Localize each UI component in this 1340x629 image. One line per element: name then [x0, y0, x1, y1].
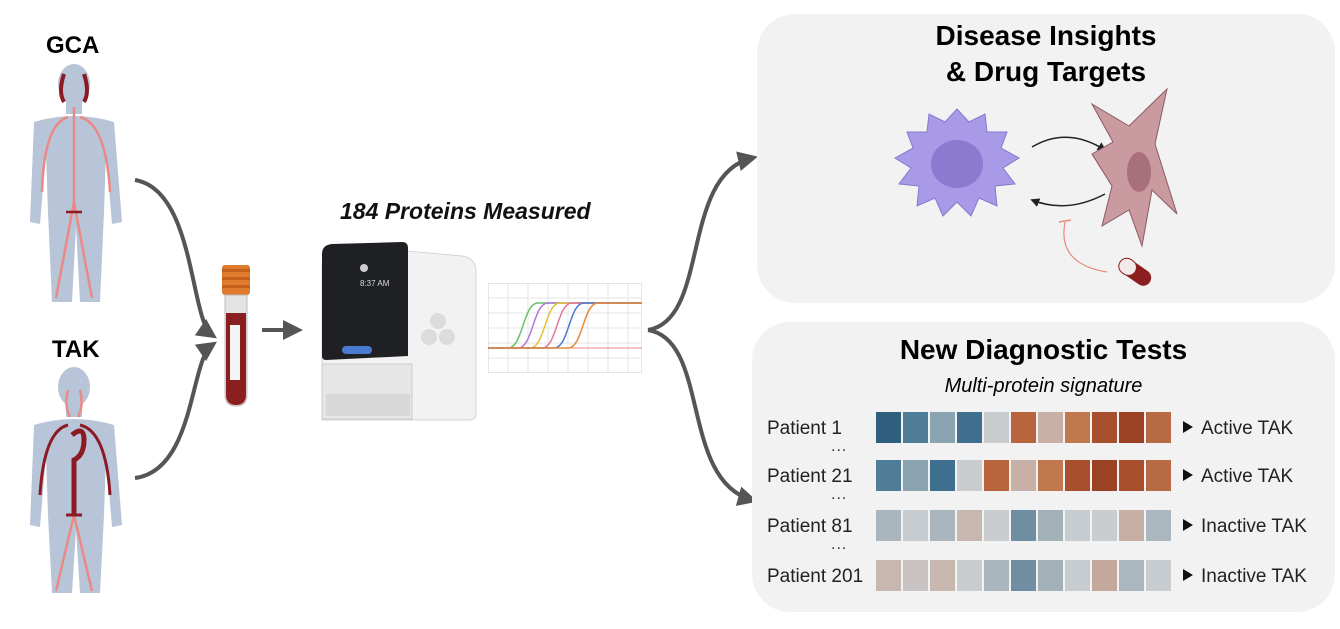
- heatmap-cell: [957, 460, 982, 491]
- heatmap-cell: [903, 510, 928, 541]
- to-insights-arrow: [647, 151, 758, 332]
- insights-illustration: [894, 87, 1178, 286]
- heatmap-cell: [1065, 460, 1090, 491]
- patient-label: Patient 21: [767, 466, 853, 487]
- heatmap-cell: [1065, 412, 1090, 443]
- heatmap-cell: [1092, 412, 1117, 443]
- tak-to-tube-arrow: [134, 341, 217, 480]
- to-diagnostics-arrow: [647, 328, 758, 506]
- heatmap-cell: [1011, 560, 1036, 591]
- heatmap-cell: [930, 510, 955, 541]
- heatmap-cell: [903, 560, 928, 591]
- heatmap-cell: [1146, 510, 1171, 541]
- patient-label: Patient 81: [767, 516, 853, 537]
- heatmap-cell: [957, 510, 982, 541]
- result-label: Active TAK: [1183, 466, 1293, 488]
- heatmap-cell: [903, 460, 928, 491]
- row-ellipsis: ...: [831, 486, 848, 503]
- heatmap-cell: [984, 510, 1009, 541]
- result-text: Inactive TAK: [1201, 516, 1307, 537]
- heatmap-cell: [984, 560, 1009, 591]
- heatmap-cell: [984, 412, 1009, 443]
- heatmap-cell: [1092, 510, 1117, 541]
- patient-label: Patient 1: [767, 418, 842, 439]
- heatmap-cell: [1011, 460, 1036, 491]
- gca-to-tube-arrow: [134, 178, 217, 339]
- heatmap-cell: [930, 412, 955, 443]
- heatmap-cell: [1038, 510, 1063, 541]
- diagnostics-title: New Diagnostic Tests: [899, 334, 1188, 365]
- result-text: Active TAK: [1201, 466, 1294, 487]
- result-label: Inactive TAK: [1183, 516, 1307, 538]
- heatmap-cell: [930, 560, 955, 591]
- heatmap-cell: [876, 460, 901, 491]
- blood-tube-icon: [222, 265, 250, 407]
- heatmap-cell: [1011, 510, 1036, 541]
- signature-heatmap-row: [876, 412, 1171, 443]
- signature-heatmap-row: [876, 560, 1171, 591]
- heatmap-cell: [957, 560, 982, 591]
- heatmap-cell: [1119, 510, 1144, 541]
- heatmap-cell: [930, 460, 955, 491]
- heatmap-cell: [1146, 412, 1171, 443]
- amplification-curve-icon: [488, 283, 642, 373]
- result-arrow-icon: [1183, 421, 1193, 433]
- diagnostics-subtitle: Multi-protein signature: [944, 375, 1143, 397]
- insights-title-line2: & Drug Targets: [945, 56, 1147, 87]
- result-arrow-icon: [1183, 569, 1193, 581]
- heatmap-cell: [1011, 412, 1036, 443]
- result-label: Inactive TAK: [1183, 566, 1307, 588]
- heatmap-cell: [957, 412, 982, 443]
- heatmap-cell: [1119, 412, 1144, 443]
- fibroblast-cell-icon: [1090, 87, 1178, 248]
- result-label: Active TAK: [1183, 418, 1293, 440]
- heatmap-cell: [1119, 560, 1144, 591]
- heatmap-cell: [1038, 412, 1063, 443]
- heatmap-cell: [903, 412, 928, 443]
- protein-analyzer-icon: 8:37 AM: [321, 242, 477, 421]
- signature-heatmap-row: [876, 510, 1171, 541]
- heatmap-cell: [1092, 460, 1117, 491]
- result-text: Active TAK: [1201, 418, 1294, 439]
- heatmap-cell: [1146, 560, 1171, 591]
- heatmap-cell: [876, 560, 901, 591]
- insights-panel: Disease Insights & Drug Targets: [757, 14, 1335, 303]
- result-arrow-icon: [1183, 469, 1193, 481]
- tak-label: TAK: [52, 336, 100, 363]
- instrument-screen-time: 8:37 AM: [360, 279, 390, 288]
- insights-title-line1: Disease Insights: [935, 20, 1157, 51]
- heatmap-cell: [1065, 560, 1090, 591]
- heatmap-cell: [1065, 510, 1090, 541]
- row-ellipsis: ...: [831, 536, 848, 553]
- heatmap-cell: [1038, 560, 1063, 591]
- heatmap-cell: [1092, 560, 1117, 591]
- instrument-title: 184 Proteins Measured: [340, 198, 591, 224]
- signature-heatmap-row: [876, 460, 1171, 491]
- heatmap-cell: [1038, 460, 1063, 491]
- macrophage-cell-icon: [894, 108, 1020, 217]
- drug-capsule-icon: [1118, 257, 1152, 286]
- human-body-tak-icon: [30, 367, 122, 593]
- heatmap-cell: [876, 510, 901, 541]
- result-text: Inactive TAK: [1201, 566, 1307, 587]
- result-arrow-icon: [1183, 519, 1193, 531]
- gca-label: GCA: [46, 32, 100, 59]
- human-body-gca-icon: [30, 64, 122, 302]
- heatmap-cell: [1119, 460, 1144, 491]
- patient-label: Patient 201: [767, 566, 864, 587]
- heatmap-cell: [876, 412, 901, 443]
- row-ellipsis: ...: [831, 438, 848, 455]
- heatmap-cell: [1146, 460, 1171, 491]
- heatmap-cell: [984, 460, 1009, 491]
